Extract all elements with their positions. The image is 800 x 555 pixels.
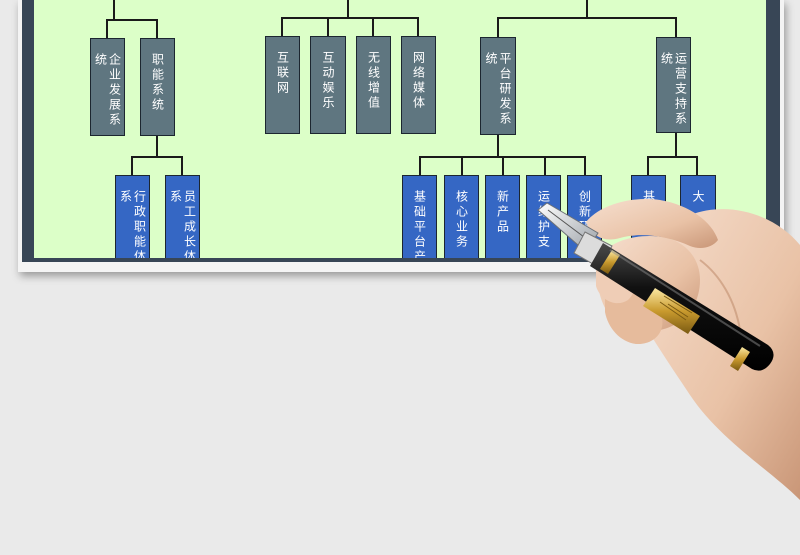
org-node: 职能系统 (140, 38, 175, 136)
org-node-label: 网络媒体 (411, 51, 426, 111)
org-node: 行政职能体系 (115, 175, 150, 258)
connector (584, 156, 586, 176)
org-node-label: 核心业务 (454, 190, 469, 250)
connector (647, 156, 698, 158)
connector (675, 17, 677, 37)
org-node-label: 运营支持系统 (659, 52, 688, 127)
connector (675, 133, 677, 157)
connector (502, 156, 504, 176)
connector (497, 17, 499, 37)
org-node-label: 基础平台产 (412, 190, 427, 258)
connector (586, 0, 588, 19)
org-node: 基础平台产 (402, 175, 437, 258)
connector (417, 17, 419, 37)
connector (106, 19, 158, 21)
connector (113, 0, 115, 20)
org-node: 互动娱乐 (310, 36, 346, 134)
connector (647, 156, 649, 176)
org-node: 企业发展系统 (90, 38, 125, 136)
org-node: 互联网 (265, 36, 300, 134)
org-node: 员工成长体系 (165, 175, 200, 258)
connector (181, 156, 183, 176)
org-node-label: 平台研发系统 (484, 52, 512, 127)
org-node: 网络媒体 (401, 36, 436, 134)
org-node-label: 职能系统 (150, 53, 165, 113)
connector (461, 156, 463, 176)
org-node: 无线增值 (356, 36, 391, 134)
org-node-label: 新产品 (495, 190, 510, 235)
connector (106, 19, 108, 39)
fountain-pen (537, 202, 774, 371)
org-node-label: 行政职能体系 (118, 190, 147, 258)
connector (156, 19, 158, 39)
connector (327, 17, 329, 37)
connector (347, 0, 349, 19)
connector (281, 17, 418, 19)
connector (497, 135, 499, 157)
connector (497, 17, 676, 19)
connector (156, 135, 158, 157)
org-node-label: 大 (691, 190, 705, 205)
connector (696, 156, 698, 176)
org-node: 新产品 (485, 175, 520, 258)
connector (372, 17, 374, 37)
org-node-label: 互联网 (275, 51, 290, 96)
connector (131, 156, 133, 176)
org-node: 核心业务 (444, 175, 479, 258)
org-node-label: 企业发展系统 (93, 53, 122, 128)
org-node-label: 无线增值 (366, 51, 381, 111)
connector (544, 156, 546, 176)
connector (131, 156, 183, 158)
org-node-label: 员工成长体系 (168, 190, 197, 258)
org-node: 平台研发系统 (480, 37, 516, 135)
connector (281, 17, 283, 37)
connector (419, 156, 421, 176)
org-node-label: 互动娱乐 (321, 51, 335, 111)
org-node: 运营支持系统 (656, 37, 691, 133)
